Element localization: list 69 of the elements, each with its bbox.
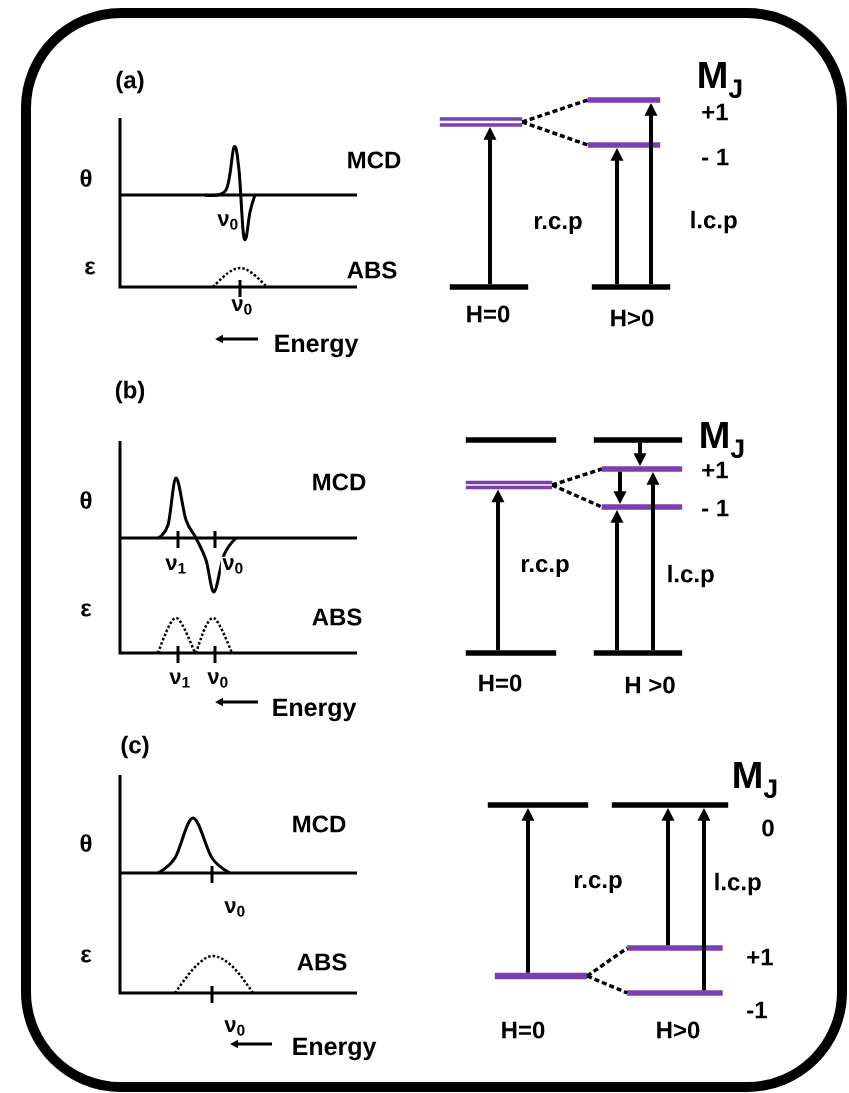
arrow-label: r.c.p [531, 214, 585, 236]
curve-label: ABS [310, 607, 364, 627]
tick-label: ν$_{0}$ [222, 1018, 248, 1038]
axis-label: Energy [272, 333, 360, 359]
dashed-line [586, 974, 628, 995]
tick-label: ν$_{0}$ [222, 899, 248, 919]
level-label: -1 [747, 1001, 767, 1019]
dashed-line [586, 946, 629, 978]
level-label: +1 [747, 948, 773, 966]
axis-label: Energy [270, 697, 358, 723]
energy-level [465, 650, 557, 656]
axis-label: ε [78, 947, 94, 965]
level-label: H>0 [611, 309, 654, 327]
energy-level [593, 437, 683, 443]
level-label: - 1 [702, 148, 729, 166]
curve-label: MCD [290, 814, 348, 834]
tick-label: ν$_{0}$ [220, 556, 246, 576]
level-label: H=0 [502, 1021, 545, 1039]
tick-label: ν$_{0}$ [205, 670, 231, 690]
axis-label: ε [82, 259, 98, 277]
tick-label: ν$_{0}$ [215, 212, 241, 232]
curve-label: ABS [345, 260, 399, 280]
arrow-label: l.c.p [688, 209, 740, 235]
arrow-label: r.c.p [518, 557, 572, 579]
energy-level [591, 284, 671, 290]
level-label: +1 [702, 461, 728, 479]
arrow-label: l.c.p [712, 871, 764, 897]
panel-letter: (b) [113, 379, 147, 405]
axis-label: ε [78, 601, 94, 619]
arrow-label: l.c.p [665, 563, 717, 589]
arrow-label: r.c.p [571, 873, 625, 895]
energy-level [439, 117, 523, 127]
tick-label: ν$_{0}$ [229, 297, 255, 317]
energy-level [627, 945, 723, 951]
column-label: M$_{J}$ [695, 60, 746, 100]
energy-level [601, 466, 683, 472]
energy-level [494, 972, 588, 980]
panel-letter: (c) [118, 734, 152, 760]
energy-level [587, 142, 661, 148]
level-label: - 1 [702, 499, 729, 517]
dashed-line [521, 120, 589, 147]
energy-level [601, 504, 683, 510]
axis-label: θ [78, 167, 94, 189]
energy-level [593, 650, 683, 656]
dashed-line [551, 483, 603, 509]
level-label: H>0 [657, 1021, 700, 1039]
tick-label: ν$_{1}$ [167, 670, 193, 690]
energy-level [465, 437, 557, 443]
axis-label: θ [78, 832, 94, 854]
curve-label: MCD [345, 150, 403, 170]
level-label: +1 [702, 103, 728, 121]
curve-label: ABS [295, 952, 349, 972]
column-label: M$_{J}$ [697, 420, 748, 460]
level-label: H=0 [467, 305, 510, 323]
energy-level [449, 284, 529, 290]
level-label: H=0 [479, 674, 522, 692]
panel-letter: (a) [113, 69, 147, 95]
column-label: M$_{J}$ [730, 760, 781, 800]
curve-label: MCD [310, 472, 368, 492]
energy-level [587, 97, 661, 103]
energy-level [627, 990, 723, 996]
energy-level [465, 480, 553, 490]
axis-label: θ [78, 489, 94, 511]
level-label: 0 [762, 819, 774, 837]
level-label: H >0 [625, 676, 675, 694]
dashed-line [551, 467, 603, 487]
tick-label: ν$_{1}$ [163, 556, 189, 576]
dashed-line [521, 98, 589, 124]
axis-label: Energy [290, 1036, 378, 1062]
